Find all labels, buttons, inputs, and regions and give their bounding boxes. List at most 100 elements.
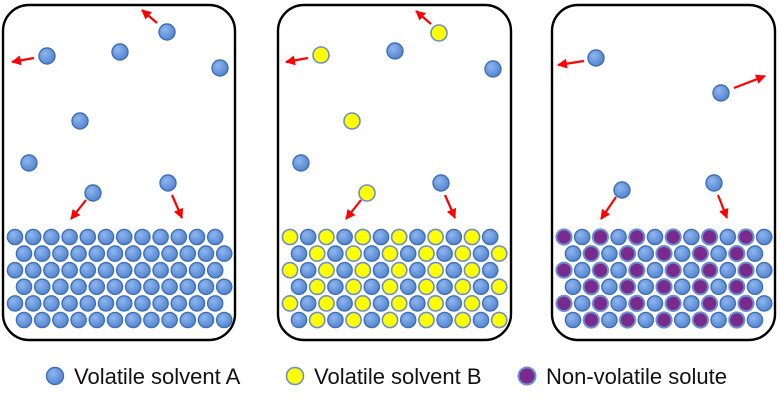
particle-solvent-b: [454, 245, 472, 262]
particle-solvent-a: [152, 228, 169, 246]
particle-solvent-a: [6, 295, 24, 312]
particle-solvent-a: [481, 228, 499, 246]
particle-solvent-a: [646, 295, 664, 312]
particle-solvent-a: [610, 261, 627, 279]
particle-solvent-a: [472, 311, 490, 329]
particle-solute: [582, 278, 600, 296]
particle-solvent-a: [33, 278, 51, 296]
particle-solvent-b: [390, 294, 408, 312]
particle-solvent-a: [43, 228, 60, 246]
particle-solute: [655, 245, 673, 263]
particle-solvent-a: [587, 49, 605, 67]
particle-solvent-a: [188, 228, 206, 246]
escape-arrow: [170, 194, 184, 219]
particle-solvent-a: [637, 311, 655, 329]
particle-solvent-b: [281, 294, 299, 312]
particle-solute: [701, 294, 719, 312]
particle-solute: [664, 294, 682, 312]
particle-solvent-b: [345, 311, 362, 329]
particle-solvent-a: [613, 181, 631, 199]
particle-solute: [591, 228, 610, 246]
particle-solvent-a: [712, 84, 730, 102]
particle-solvent-a: [79, 295, 97, 312]
particle-solvent-a: [399, 278, 417, 296]
particle-solvent-a: [97, 228, 115, 246]
particle-solvent-a: [124, 245, 142, 262]
particle-solvent-a: [206, 295, 224, 312]
particle-solvent-a: [88, 278, 106, 296]
particle-solvent-b: [317, 294, 335, 312]
particle-solvent-a: [472, 278, 490, 296]
particle-solvent-b: [417, 311, 435, 329]
legend-particle-solute: [517, 366, 537, 386]
particle-solvent-b: [463, 228, 481, 246]
particle-solvent-a: [143, 311, 160, 329]
particle-solvent-a: [52, 278, 69, 296]
particle-solvent-a: [106, 245, 124, 262]
legend: Volatile solvent A Volatile solvent B No…: [45, 364, 727, 389]
particle-solute: [619, 278, 637, 296]
particle-solute: [664, 228, 682, 246]
escape-arrow: [443, 194, 457, 219]
particle-solvent-a: [143, 245, 160, 262]
particle-solvent-a: [152, 295, 169, 312]
particle-solvent-b: [312, 46, 330, 64]
legend-item-solute: Non-volatile solute: [517, 364, 727, 389]
particle-solute: [555, 261, 573, 279]
container-solvent-a-b-mixture: [276, 3, 513, 342]
particle-solvent-a: [61, 261, 78, 279]
particle-solvent-a: [115, 228, 133, 246]
particle-solvent-a: [327, 311, 344, 329]
particle-solvent-a: [436, 278, 453, 296]
particle-solvent-a: [299, 261, 317, 279]
particle-solvent-a: [673, 278, 691, 296]
particle-solvent-a: [719, 261, 737, 279]
particle-solvent-a: [637, 278, 655, 296]
escape-arrow: [11, 55, 35, 66]
particle-solvent-b: [345, 245, 362, 262]
particle-solvent-a: [211, 59, 229, 77]
escape-arrow: [557, 58, 585, 69]
particle-solvent-b: [354, 261, 372, 279]
particle-solvent-a: [159, 174, 177, 192]
particle-solvent-b: [490, 245, 508, 262]
escape-arrow: [733, 74, 766, 90]
particle-solvent-b: [427, 294, 444, 312]
escape-arrow: [415, 10, 432, 25]
particle-solvent-a: [24, 261, 42, 279]
particle-solvent-a: [299, 295, 317, 312]
particle-solute: [628, 261, 646, 279]
particle-solvent-a: [363, 278, 381, 296]
particle-solute: [655, 311, 673, 329]
particle-solvent-a: [15, 278, 33, 296]
escape-arrow: [70, 199, 87, 220]
container-pure-solvent-a: [1, 3, 237, 342]
particle-solvent-a: [601, 278, 618, 296]
particle-solvent-a: [290, 278, 308, 296]
particle-solvent-b: [427, 228, 444, 246]
particle-solvent-a: [24, 228, 42, 246]
particle-solvent-a: [445, 228, 463, 246]
particle-solvent-a: [372, 295, 390, 312]
particle-solute: [582, 245, 600, 263]
particle-solvent-a: [6, 228, 24, 246]
particle-solute: [628, 294, 646, 312]
particle-solvent-a: [573, 261, 591, 279]
legend-particle-solvent-a: [45, 366, 65, 386]
particle-solvent-a: [710, 245, 727, 262]
particle-solvent-a: [124, 278, 142, 296]
escape-arrow: [600, 196, 617, 220]
particle-solvent-b: [354, 228, 372, 246]
escape-arrow: [345, 199, 362, 220]
particle-solvent-a: [134, 295, 151, 312]
particle-solvent-a: [97, 295, 115, 312]
particle-solvent-b: [381, 311, 399, 329]
particle-solvent-b: [317, 261, 335, 279]
particle-solvent-a: [79, 228, 97, 246]
particle-solute: [691, 278, 710, 296]
particle-solvent-a: [197, 245, 215, 262]
particle-solvent-a: [409, 261, 426, 279]
particle-solvent-a: [710, 311, 727, 329]
legend-label-solute: Non-volatile solute: [546, 364, 727, 389]
particle-solvent-a: [106, 278, 124, 296]
